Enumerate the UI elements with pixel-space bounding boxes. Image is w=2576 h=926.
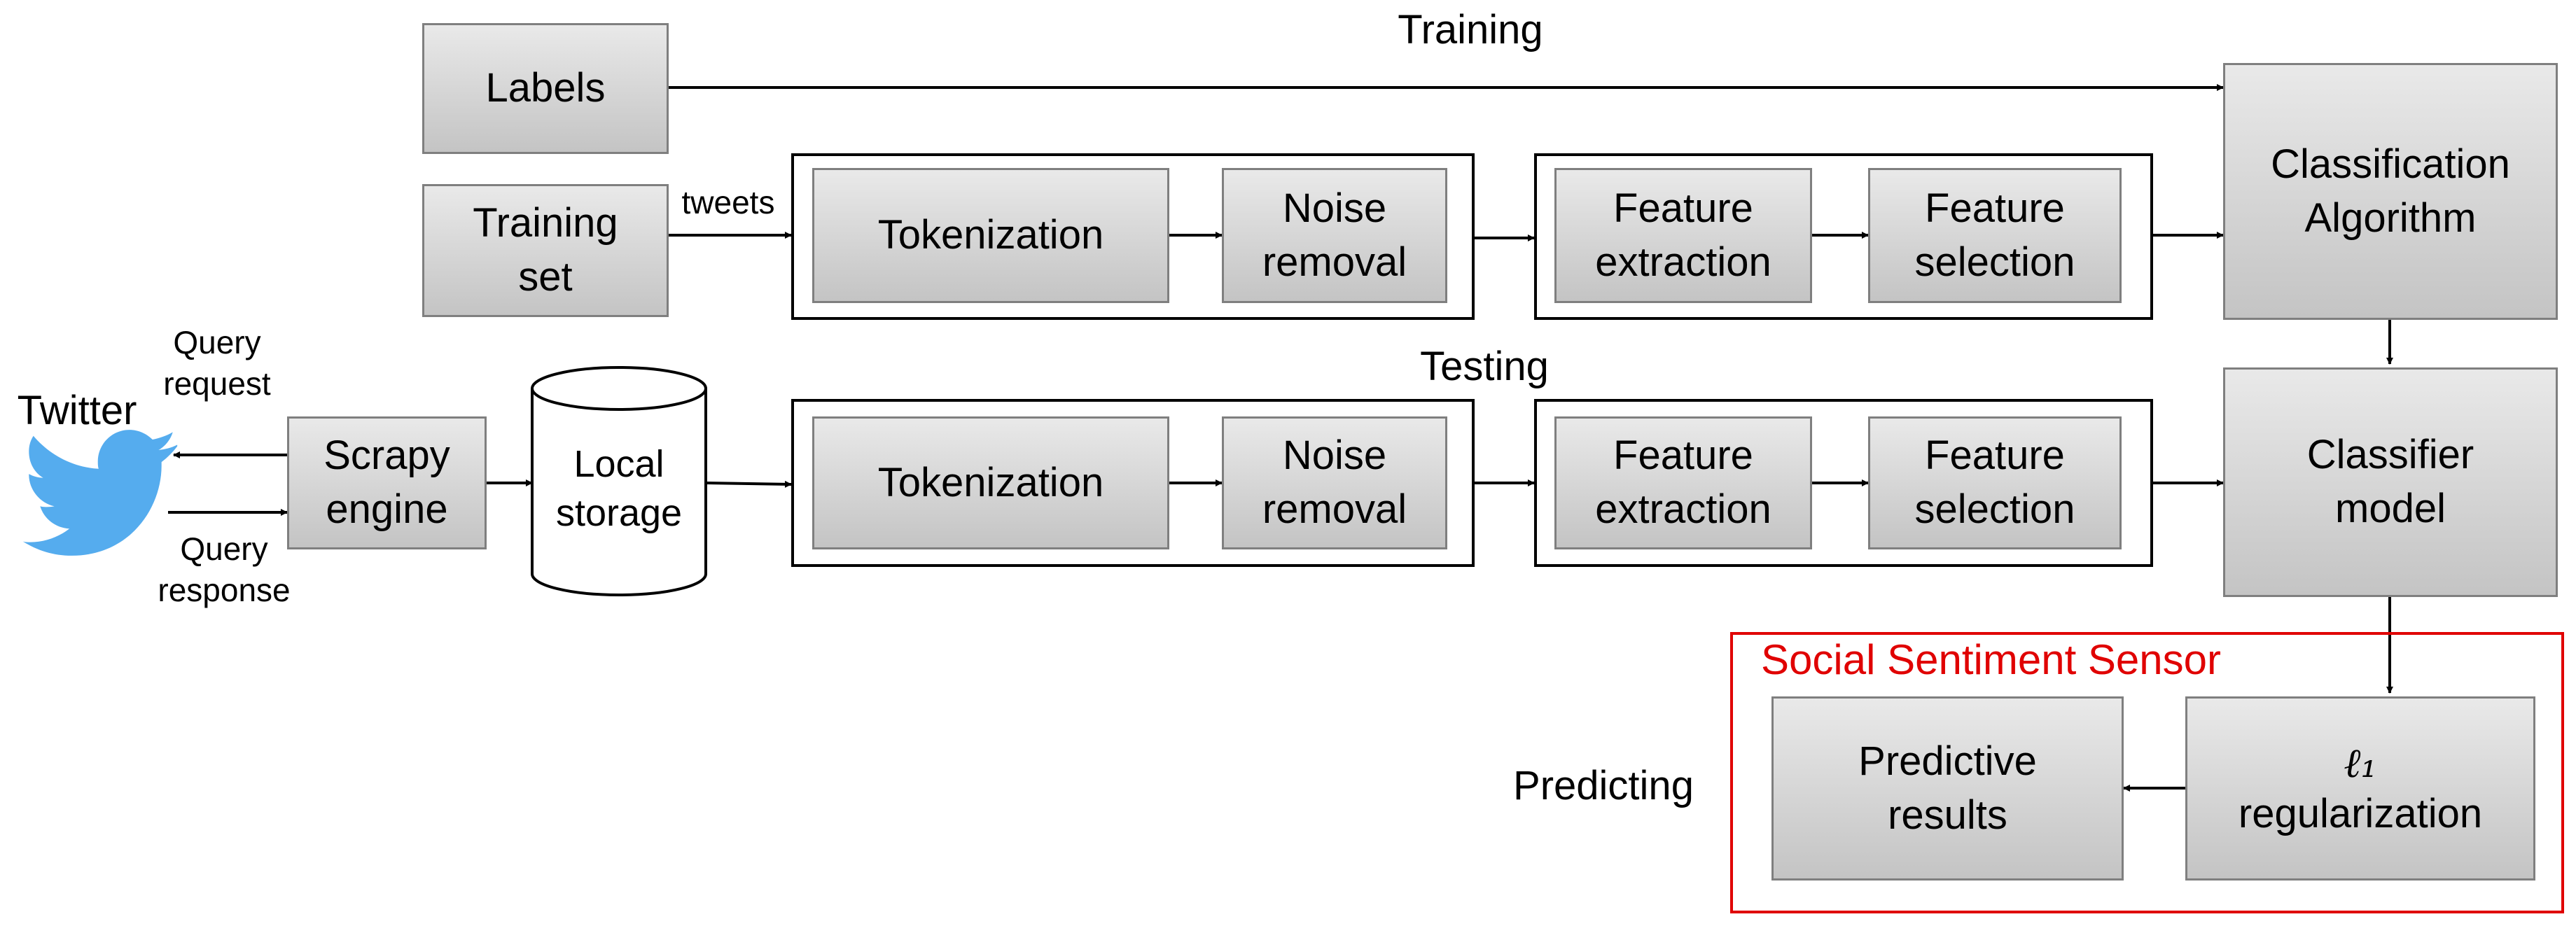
train-feature-selection-box: Feature selection — [1868, 168, 2122, 303]
twitter-label: Twitter — [17, 388, 137, 433]
test-features-group — [1534, 399, 2153, 567]
l1-regularization-box: ℓ₁ regularization — [2185, 696, 2535, 881]
local-storage-label: Local storage — [555, 443, 683, 535]
train-feature-extraction-box: Feature extraction — [1554, 168, 1812, 303]
test-noise-removal-box: Noise removal — [1222, 416, 1447, 549]
classification-algorithm-box: Classification Algorithm — [2223, 63, 2558, 320]
test-feature-extraction-box: Feature extraction — [1554, 416, 1812, 549]
test-feature-selection-box: Feature selection — [1868, 416, 2122, 549]
labels-box: Labels — [422, 23, 669, 154]
section-title-training: Training — [1398, 7, 1543, 52]
scrapy-engine-box: Scrapy engine — [287, 416, 487, 549]
l1-regularization-label: regularization — [2238, 790, 2483, 836]
tweets-label: tweets — [681, 184, 775, 220]
train-noise-removal-box: Noise removal — [1222, 168, 1447, 303]
l1-norm-symbol: ℓ₁ — [2344, 739, 2377, 787]
social-sentiment-sensor-title: Social Sentiment Sensor — [1761, 636, 2222, 683]
query-request-label: Query request — [163, 324, 271, 402]
training-set-box: Training set — [422, 184, 669, 317]
train-tokenization-box: Tokenization — [812, 168, 1169, 303]
train-preprocessing-group — [791, 153, 1475, 320]
section-title-predicting: Predicting — [1513, 763, 1694, 808]
section-title-testing: Testing — [1420, 344, 1549, 389]
social-sentiment-sensor-frame — [1730, 632, 2564, 913]
local-storage-cylinder — [531, 366, 707, 596]
query-response-label: Query response — [158, 531, 291, 608]
test-preprocessing-group — [791, 399, 1475, 567]
predictive-results-box: Predictive results — [1771, 696, 2124, 881]
classifier-model-box: Classifier model — [2223, 367, 2558, 597]
train-features-group — [1534, 153, 2153, 320]
arrow-storage-to-pipeline — [705, 480, 792, 488]
twitter-bird-icon — [22, 430, 178, 556]
test-tokenization-box: Tokenization — [812, 416, 1169, 549]
